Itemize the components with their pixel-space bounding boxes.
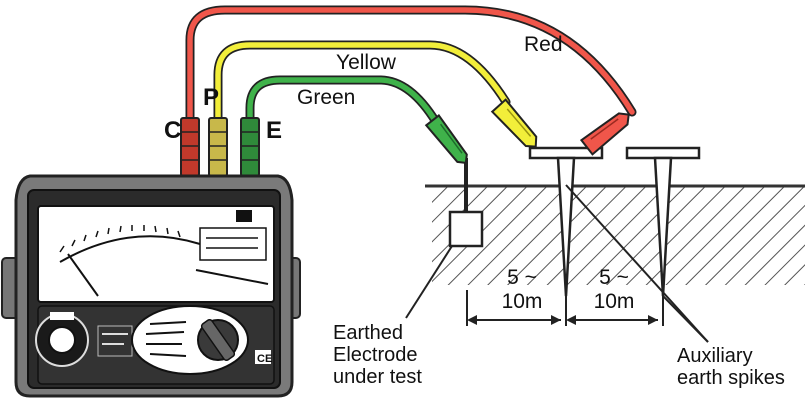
label-leaders — [405, 184, 709, 343]
electrode-label-line-2: Electrode — [333, 344, 418, 366]
yellow-lead-label: Yellow — [336, 51, 396, 74]
green-lead-label: Green — [297, 86, 356, 109]
test-button-icon — [35, 312, 89, 367]
terminal-p — [208, 117, 228, 177]
spacing-dimensions — [466, 290, 664, 326]
red-clip — [579, 112, 630, 156]
spacing-second-line2: 10m — [593, 290, 635, 313]
spikes-label-line-2: earth spikes — [677, 367, 785, 389]
svg-text:CE: CE — [257, 353, 272, 365]
terminal-p-label: P — [203, 84, 220, 111]
range-dial-icon — [131, 305, 249, 375]
red-lead-label: Red — [524, 33, 563, 56]
spacing-second-line1: 5 ~ — [599, 266, 629, 289]
earth-tester-instrument: CE — [1, 174, 301, 398]
yellow-clip — [490, 98, 538, 148]
ce-mark-icon: CE — [255, 350, 272, 365]
electrode-label-line-1: Earthed — [333, 322, 404, 344]
terminal-e-label: E — [266, 117, 283, 144]
ground-hatch — [425, 184, 805, 285]
earthed-electrode — [448, 158, 484, 248]
earthed-electrode-label: Earthed Electrode under test — [333, 322, 422, 388]
auxiliary-spike-p — [528, 146, 604, 297]
spikes-label-line-1: Auxiliary — [677, 345, 753, 367]
terminal-e — [240, 117, 260, 177]
analog-meter-icon — [37, 205, 275, 303]
electrode-label-line-3: under test — [333, 366, 422, 388]
spacing-first: 5 ~ 10m — [492, 267, 552, 312]
terminal-c — [180, 117, 200, 177]
auxiliary-spikes-label: Auxiliary earth spikes — [677, 345, 785, 389]
green-clip — [424, 114, 468, 165]
spacing-first-line1: 5 ~ — [507, 266, 537, 289]
spacing-first-line2: 10m — [501, 290, 543, 313]
spacing-second: 5 ~ 10m — [584, 267, 644, 312]
terminal-c-label: C — [164, 117, 182, 144]
auxiliary-spike-c — [625, 146, 701, 297]
